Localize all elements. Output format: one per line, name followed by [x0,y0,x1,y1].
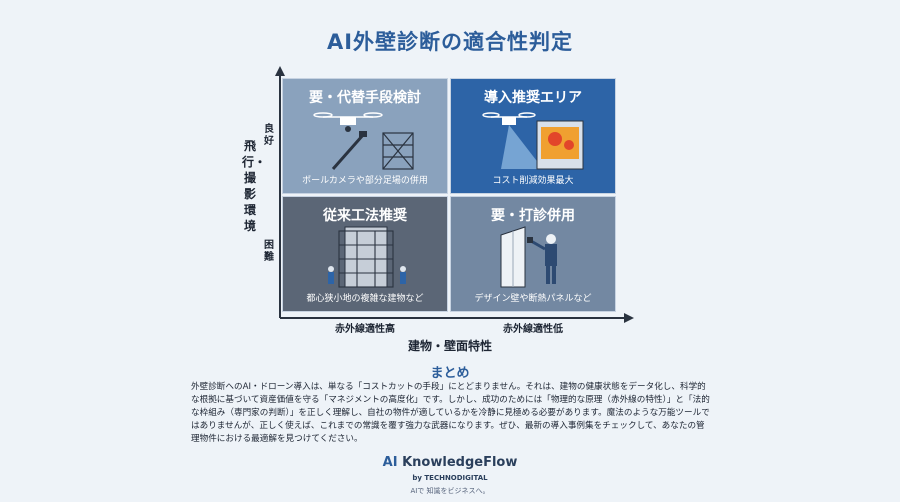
y-axis-top-label: 良好 [264,124,274,147]
y-axis-label: 飛行・撮影環境 [242,139,267,233]
quadrant-grid: 要・代替手段検討 ポールカメラや部分足場の併用 導入推奨エリア [282,78,618,314]
summary-heading: まとめ [430,366,470,381]
axis-arrows [275,66,634,323]
quadrant-top-left: 要・代替手段検討 ポールカメラや部分足場の併用 [282,78,448,194]
drone-thermal-scan-icon [482,112,584,170]
quadrant-caption: 都心狭小地の複雑な建物など [306,294,424,304]
drone-pole-camera-icon [313,112,414,170]
quadrant-title: 要・代替手段検討 [309,90,421,106]
y-axis-bottom-label: 困難 [264,240,274,263]
x-axis-right-label: 赤外線適性低 [503,324,563,335]
summary-text: 外壁診断へのAI・ドローン導入は、単なる「コストカットの手段」にとどまりません。… [191,382,710,444]
brand-name: KnowledgeFlow [402,455,518,470]
scaffolding-building-icon [328,226,406,288]
quadrant-bottom-left: 従来工法推奨 都心狭小地の複雑な建物など [282,196,448,312]
quadrant-caption: ポールカメラや部分足場の併用 [302,176,428,186]
quadrant-title: 導入推奨エリア [484,90,582,106]
brand-logo: AI KnowledgeFlow [0,455,900,470]
page-title: AI外壁診断の適合性判定 [326,30,574,54]
quadrant-bottom-right: 要・打診併用 デザイン壁や断熱パネルなど [450,196,616,312]
quadrant-caption: コスト削減効果最大 [492,176,574,186]
x-axis-label: 建物・壁面特性 [407,339,492,353]
brand-byline: by TECHNODIGITAL [412,474,488,482]
quadrant-top-right: 導入推奨エリア コスト削減効果最大 [450,78,616,194]
hammer-tapping-worker-icon [500,226,557,288]
x-axis-left-label: 赤外線適性高 [335,324,395,335]
quadrant-title: 従来工法推奨 [323,208,407,224]
quadrant-title: 要・打診併用 [491,208,575,224]
quadrant-caption: デザイン壁や断熱パネルなど [474,294,592,304]
brand-ai: AI [382,455,398,470]
brand-tagline: AIで 知識をビジネスへ。 [410,487,490,495]
